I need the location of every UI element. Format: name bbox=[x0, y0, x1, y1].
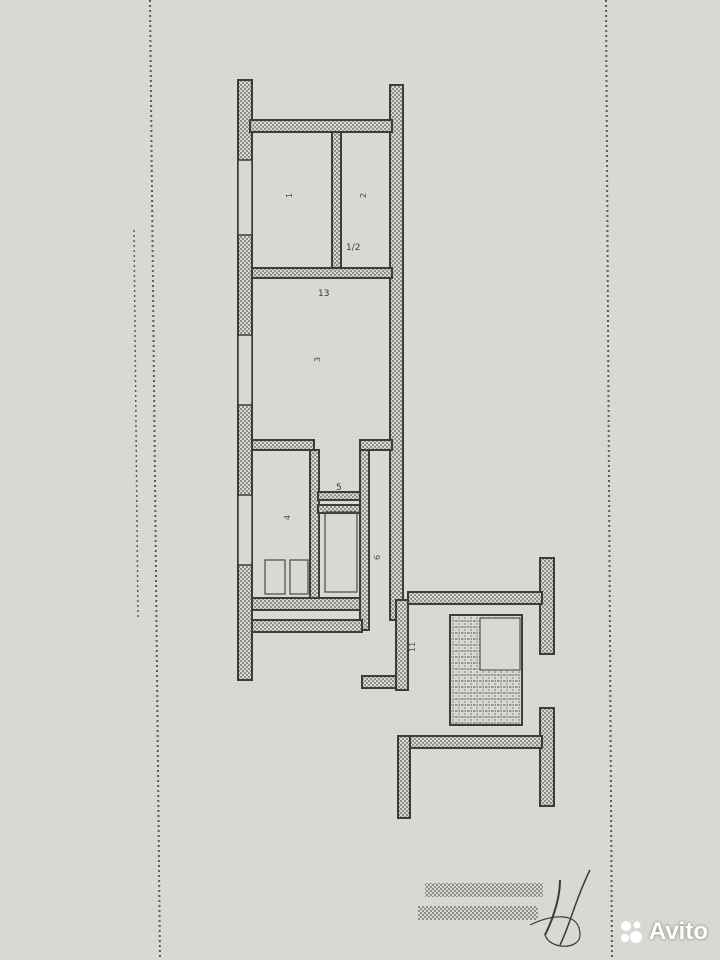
windows bbox=[237, 159, 253, 566]
room-label-bedroom: 1 bbox=[285, 193, 294, 198]
room-label-small-room: 2 bbox=[359, 193, 368, 198]
sheet-border bbox=[133, 0, 613, 960]
room-label-corridor: 13 bbox=[318, 289, 329, 299]
room-label-bath: 5 bbox=[336, 483, 342, 493]
apartment-walls bbox=[237, 79, 409, 691]
watermark-text: Avito bbox=[648, 918, 708, 945]
room-label-landing: 11 bbox=[408, 642, 417, 652]
room-label-kitchen: 4 bbox=[283, 515, 292, 520]
kitchen-fixtures bbox=[264, 511, 358, 595]
avito-logo-icon bbox=[620, 921, 642, 943]
stairwell bbox=[397, 557, 555, 819]
room-label-small-room-code: 1/2 bbox=[346, 243, 360, 253]
room-label-living-room: 3 bbox=[313, 357, 322, 362]
stamp-signature bbox=[418, 869, 591, 947]
room-labels: 1 2 1/2 13 3 4 5 6 11 bbox=[283, 193, 417, 652]
watermark: Avito bbox=[617, 918, 708, 946]
room-label-hall: 6 bbox=[373, 555, 382, 560]
